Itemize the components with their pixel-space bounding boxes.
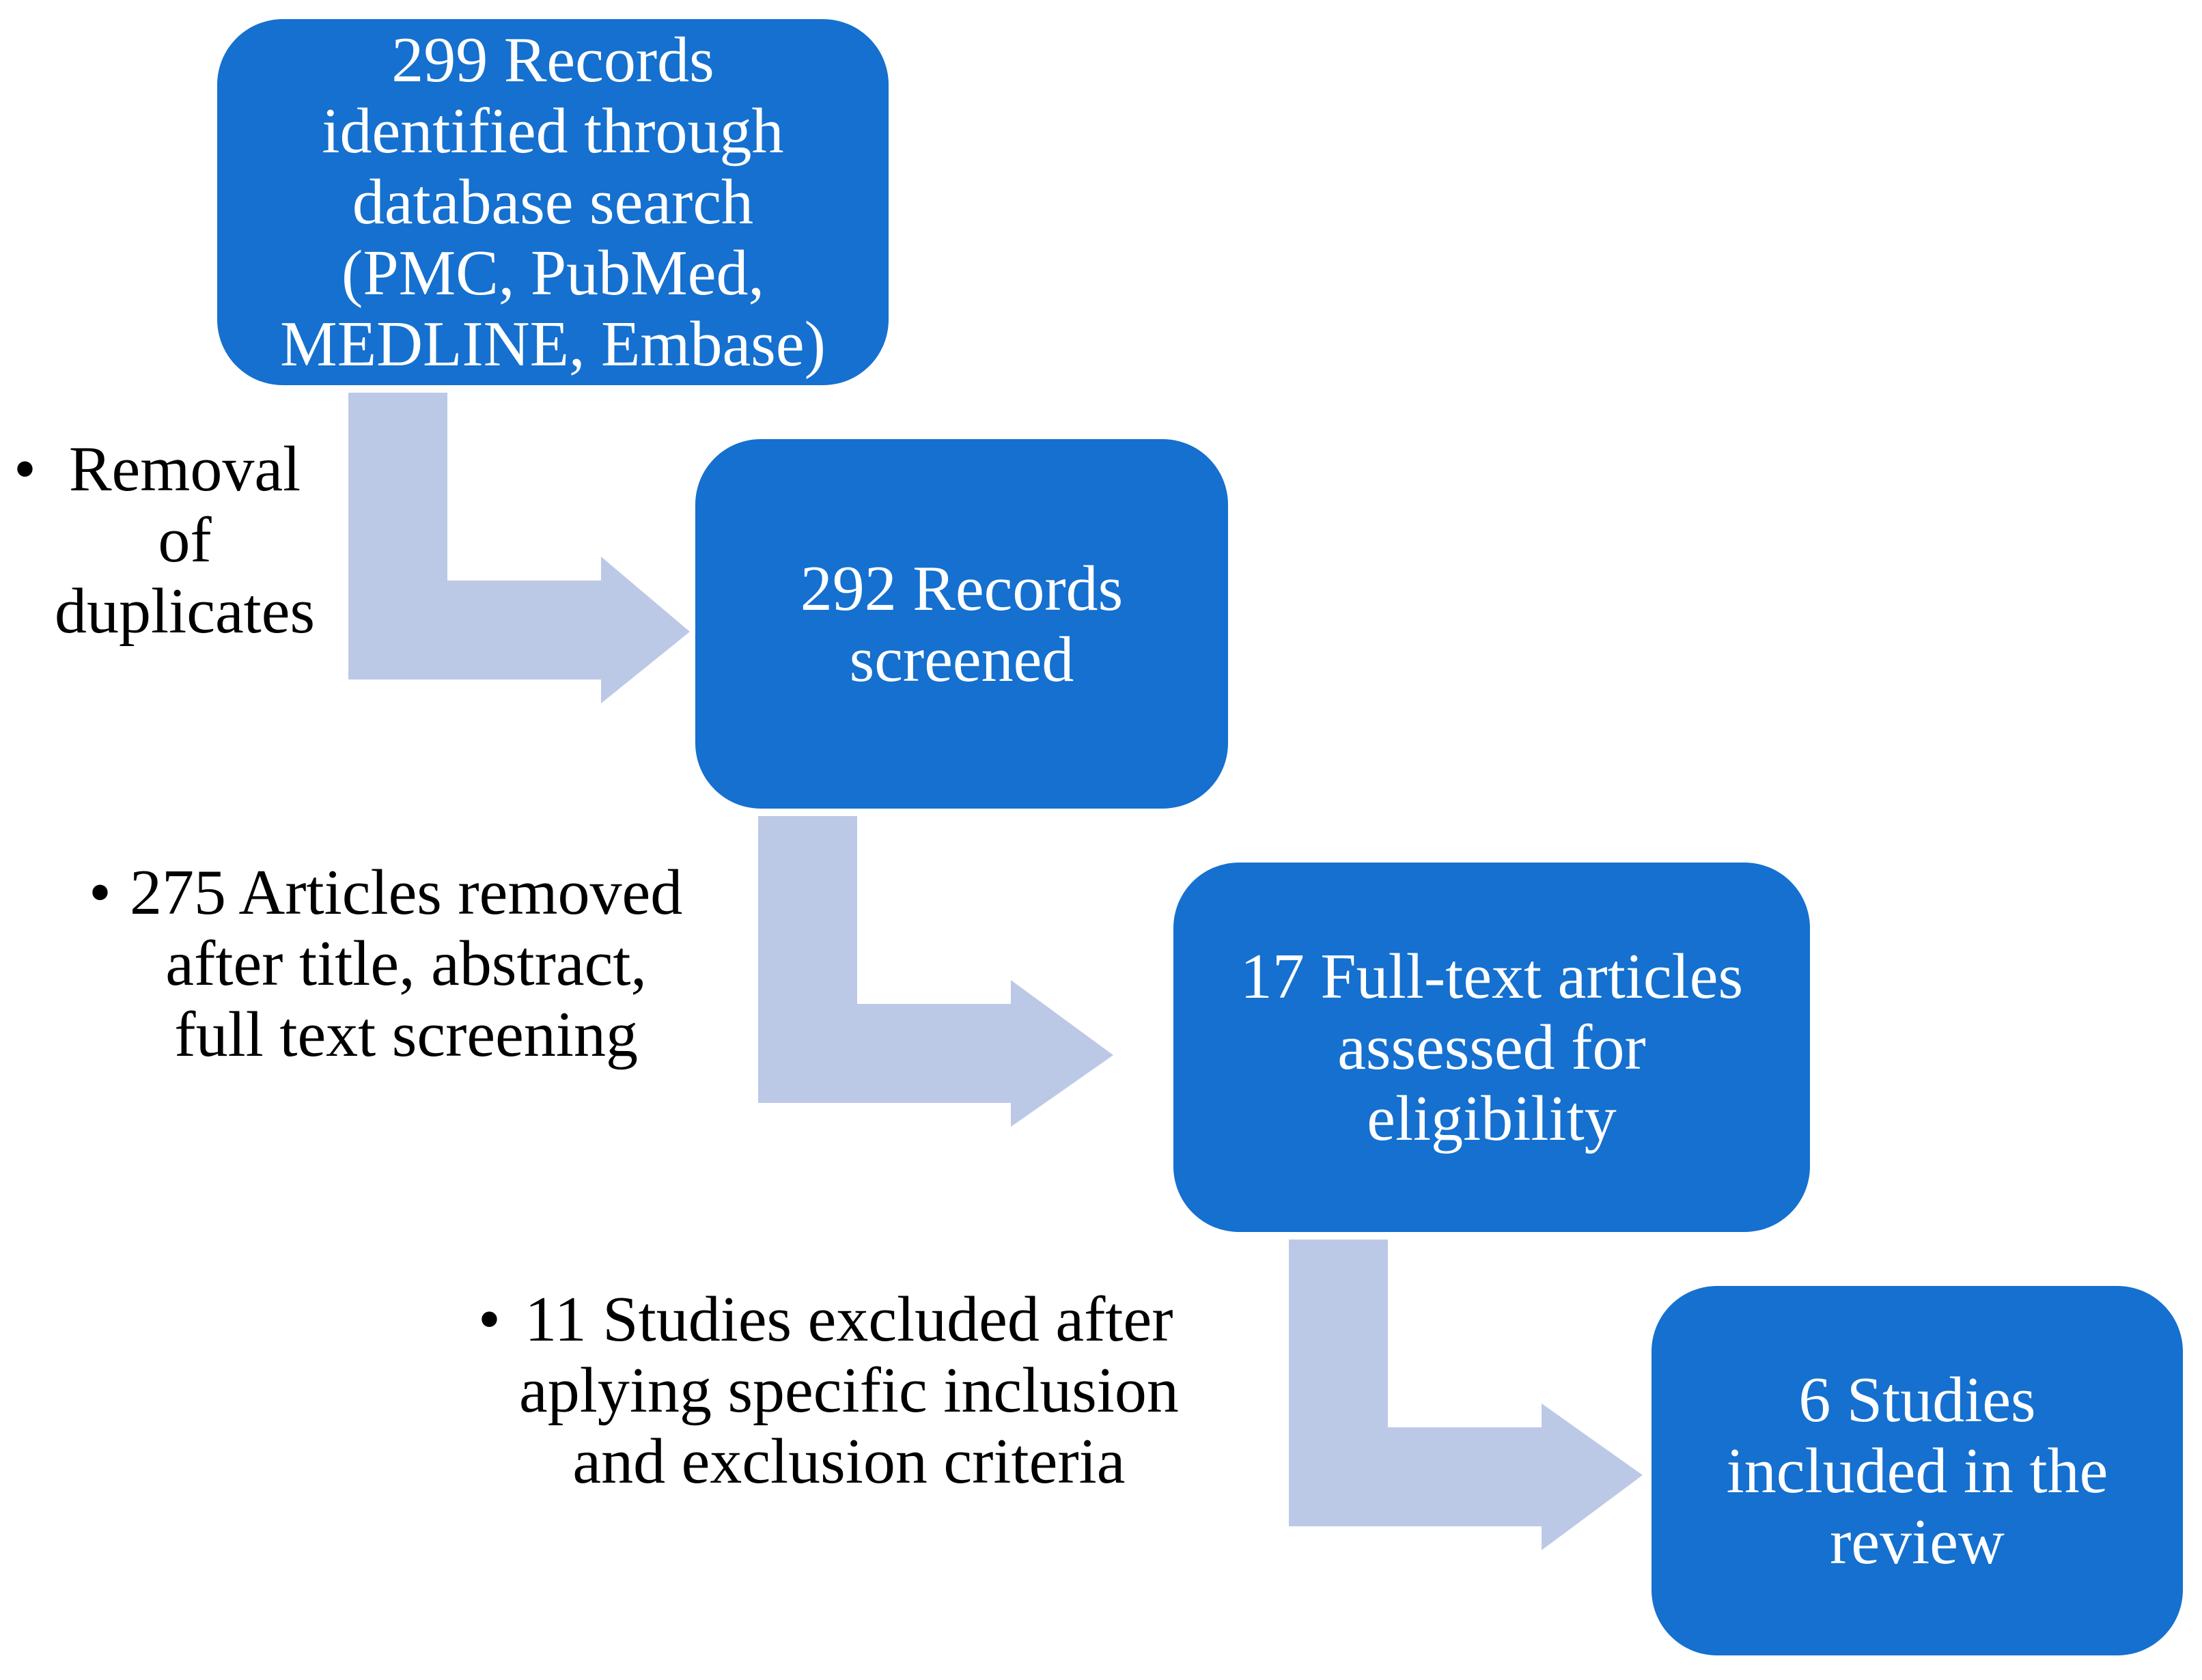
- note-studies-excluded: • 11 Studies excluded after aplying spec…: [478, 1284, 1236, 1497]
- records-screened-text: 292 Records screened: [800, 552, 1124, 695]
- note-articles-removed-text: 275 Articles removed after title, abstra…: [130, 857, 683, 1070]
- note-removal-of-duplicates: • Removal of duplicates: [14, 434, 335, 647]
- note-studies-excluded-text: 11 Studies excluded after aplying specif…: [519, 1284, 1179, 1497]
- arrow-identified-to-screened: [348, 393, 690, 703]
- full-text-assessed-text: 17 Full-text articles assessed for eligi…: [1240, 940, 1744, 1154]
- records-identified-text: 299 Records identified through database …: [280, 25, 826, 380]
- arrow-assessed-to-included: [1289, 1240, 1643, 1550]
- bullet-marker: •: [14, 434, 36, 505]
- studies-included-box: 6 Studies included in the review: [1652, 1286, 2183, 1655]
- note-removal-text: Removal of duplicates: [55, 434, 316, 647]
- bullet-marker: •: [478, 1284, 501, 1355]
- studies-included-text: 6 Studies included in the review: [1726, 1364, 2108, 1578]
- note-articles-removed: • 275 Articles removed after title, abst…: [89, 857, 744, 1070]
- records-identified-box: 299 Records identified through database …: [217, 19, 889, 385]
- records-screened-box: 292 Records screened: [695, 439, 1228, 809]
- bullet-marker: •: [89, 857, 111, 928]
- full-text-assessed-box: 17 Full-text articles assessed for eligi…: [1173, 863, 1810, 1232]
- arrow-screened-to-assessed: [758, 816, 1113, 1127]
